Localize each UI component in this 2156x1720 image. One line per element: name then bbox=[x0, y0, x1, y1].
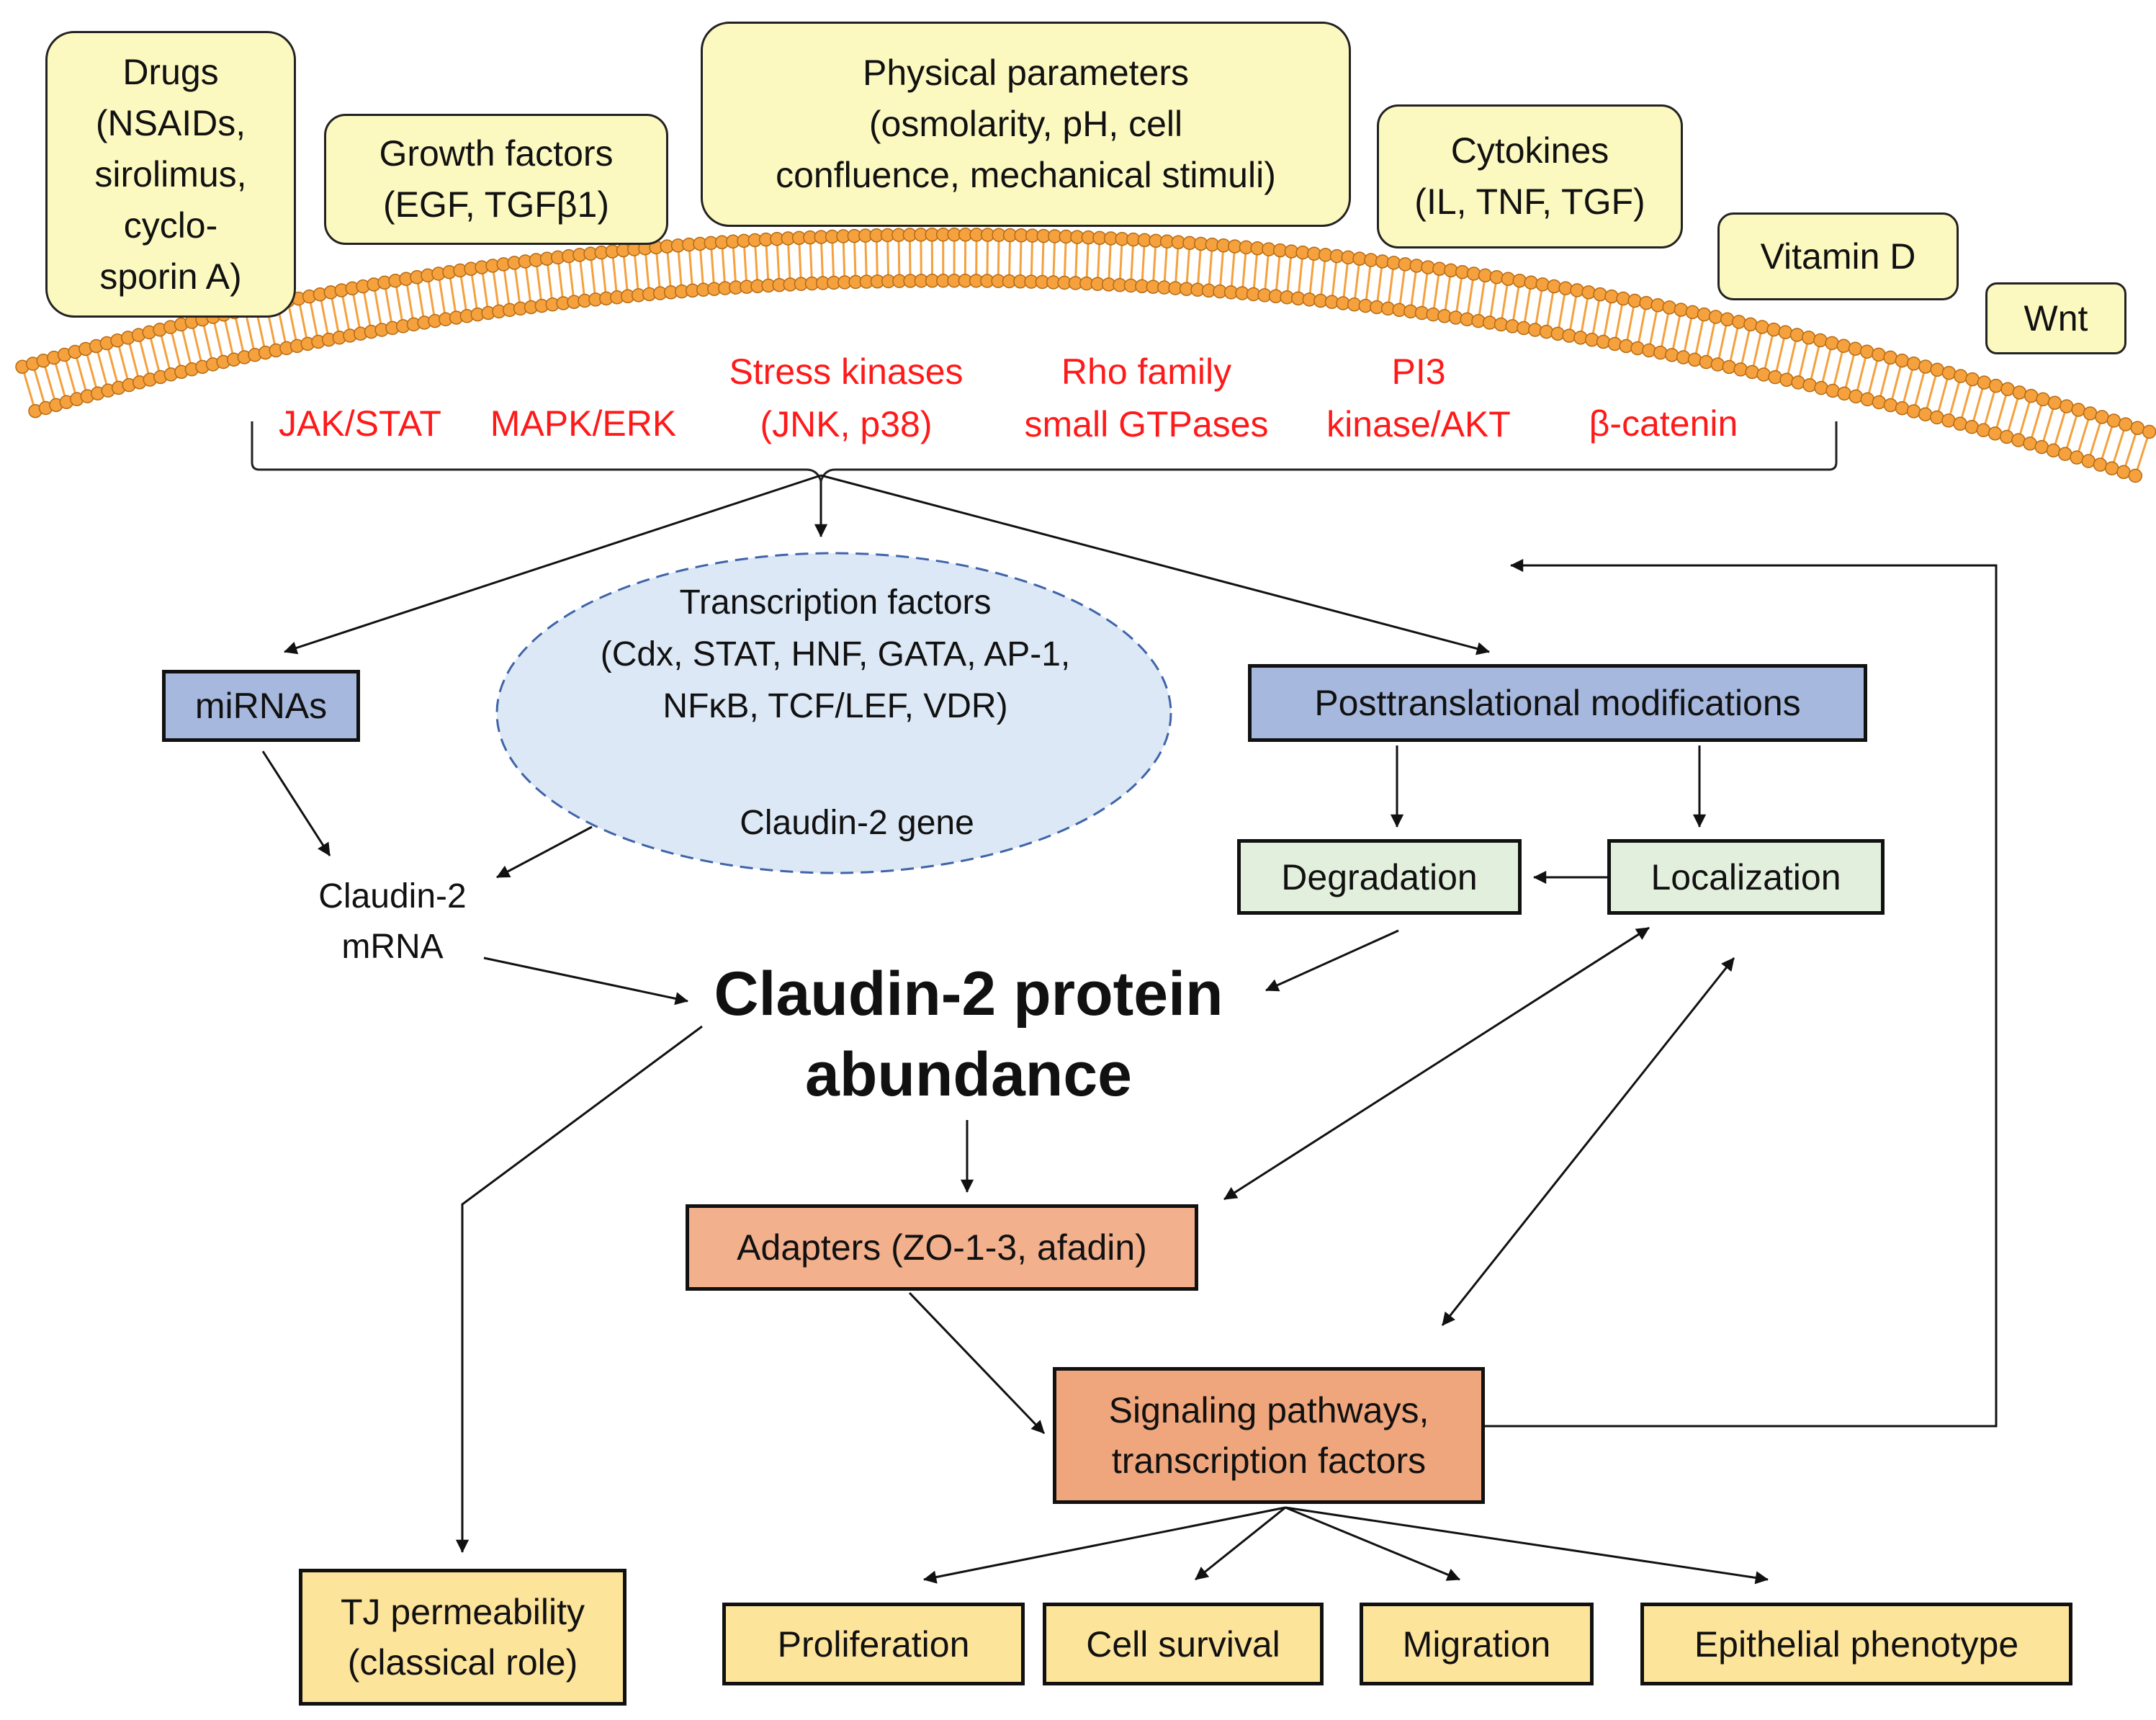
stimulus-drugs: Drugs (NSAIDs, sirolimus, cyclo- sporin … bbox=[45, 31, 296, 318]
drugs-line-2: (NSAIDs, bbox=[95, 102, 246, 143]
physical-line-2: (osmolarity, pH, cell bbox=[868, 104, 1183, 144]
mirnas-box: miRNAs bbox=[162, 670, 360, 742]
stress-line-1: Stress kinases bbox=[729, 351, 964, 392]
arrow-gene-to-mrna bbox=[496, 825, 593, 879]
arrow-adapters-to-signaling bbox=[908, 1291, 1046, 1435]
growth-line-1: Growth factors bbox=[379, 133, 614, 174]
arrow-to-proliferation bbox=[923, 1506, 1286, 1584]
arrow-to-mirnas bbox=[284, 474, 822, 655]
pi3-line-1: PI3 bbox=[1391, 351, 1446, 392]
signaling-pathways-box: Signaling pathways, transcription factor… bbox=[1053, 1367, 1485, 1504]
pathway-mapk-erk: MAPK/ERK bbox=[490, 403, 677, 444]
pathway-jak-stat: JAK/STAT bbox=[279, 403, 441, 444]
degradation-label: Degradation bbox=[1281, 856, 1478, 897]
signaling-line-1: Signaling pathways, bbox=[1108, 1390, 1429, 1430]
mirnas-label: miRNAs bbox=[194, 686, 328, 726]
vitamin-d-label: Vitamin D bbox=[1760, 236, 1916, 277]
tj-permeability-box: TJ permeability (classical role) bbox=[299, 1569, 626, 1706]
cytokines-line-1: Cytokines bbox=[1450, 130, 1609, 171]
growth-line-2: (EGF, TGFβ1) bbox=[383, 184, 609, 225]
arrow-mrna-to-protein bbox=[483, 957, 688, 1005]
stimulus-growth-factors: Growth factors (EGF, TGFβ1) bbox=[324, 114, 668, 245]
pathway-pi3k-akt: PI3 kinase/AKT bbox=[1311, 346, 1527, 450]
stimulus-cytokines: Cytokines (IL, TNF, TGF) bbox=[1377, 104, 1683, 248]
pathway-rho-gtpases: Rho family small GTPases bbox=[1002, 346, 1290, 450]
arrow-degradation-to-protein bbox=[1265, 929, 1399, 992]
ptm-label: Posttranslational modifications bbox=[1314, 683, 1801, 723]
tf-line-2: (Cdx, STAT, HNF, GATA, AP-1, bbox=[600, 635, 1071, 673]
stimulus-vitamin-d: Vitamin D bbox=[1717, 212, 1959, 300]
arrow-to-migration bbox=[1285, 1506, 1460, 1581]
drugs-line-1: Drugs bbox=[122, 51, 219, 92]
stimulus-wnt: Wnt bbox=[1985, 282, 2126, 354]
mrna-line-1: Claudin-2 bbox=[318, 877, 467, 915]
stimulus-physical-parameters: Physical parameters (osmolarity, pH, cel… bbox=[701, 22, 1351, 227]
arrow-protein-to-tj bbox=[455, 1025, 703, 1553]
rho-line-2: small GTPases bbox=[1024, 403, 1269, 444]
output-proliferation: Proliferation bbox=[722, 1603, 1025, 1685]
cytokines-line-2: (IL, TNF, TGF) bbox=[1414, 182, 1645, 222]
adapters-label: Adapters (ZO-1-3, afadin) bbox=[737, 1227, 1147, 1268]
drugs-line-4: cyclo- bbox=[123, 205, 218, 246]
pi3-line-2: kinase/AKT bbox=[1326, 403, 1511, 444]
arrow-feedback-loop bbox=[1485, 558, 1998, 1428]
output-epithelial-phenotype: Epithelial phenotype bbox=[1640, 1603, 2072, 1685]
arrow-localization-signaling bbox=[1441, 957, 1735, 1326]
tf-title: Transcription factors bbox=[679, 583, 992, 622]
tj-line-2: (classical role) bbox=[347, 1642, 578, 1683]
cell-survival-label: Cell survival bbox=[1086, 1623, 1280, 1665]
physical-line-1: Physical parameters bbox=[863, 53, 1189, 93]
tj-line-1: TJ permeability bbox=[341, 1592, 585, 1632]
pathway-beta-catenin: β-catenin bbox=[1589, 403, 1738, 444]
arrow-to-survival bbox=[1195, 1506, 1286, 1581]
protein-line-1: Claudin-2 protein bbox=[714, 959, 1223, 1029]
degradation-box: Degradation bbox=[1237, 839, 1522, 915]
claudin-2-gene: Claudin-2 gene bbox=[740, 804, 974, 842]
localization-box: Localization bbox=[1607, 839, 1885, 915]
arrow-mirnas-to-mrna bbox=[261, 751, 331, 856]
physical-line-3: confluence, mechanical stimuli) bbox=[776, 155, 1276, 195]
proliferation-label: Proliferation bbox=[777, 1623, 970, 1665]
claudin-2-mrna: Claudin-2 mRNA bbox=[277, 872, 508, 972]
stress-line-2: (JNK, p38) bbox=[760, 403, 933, 444]
adapters-box: Adapters (ZO-1-3, afadin) bbox=[686, 1204, 1198, 1291]
transcription-factors-ellipse bbox=[495, 552, 1172, 874]
migration-label: Migration bbox=[1402, 1623, 1551, 1665]
claudin-2-protein-abundance: Claudin-2 protein abundance bbox=[662, 954, 1275, 1116]
arrow-localization-adapters bbox=[1223, 926, 1650, 1201]
protein-line-2: abundance bbox=[805, 1039, 1132, 1109]
pathway-stress-kinases: Stress kinases (JNK, p38) bbox=[709, 346, 983, 450]
tf-line-3: NFκB, TCF/LEF, VDR) bbox=[662, 687, 1008, 725]
arrow-to-epithelial bbox=[1285, 1506, 1769, 1585]
localization-label: Localization bbox=[1650, 856, 1841, 897]
posttranslational-modifications-box: Posttranslational modifications bbox=[1248, 664, 1867, 742]
drugs-line-5: sporin A) bbox=[99, 256, 242, 297]
drugs-line-3: sirolimus, bbox=[94, 153, 247, 194]
rho-line-1: Rho family bbox=[1061, 351, 1232, 392]
signaling-line-2: transcription factors bbox=[1111, 1441, 1427, 1481]
mrna-line-2: mRNA bbox=[341, 927, 444, 966]
output-migration: Migration bbox=[1360, 1603, 1594, 1685]
output-cell-survival: Cell survival bbox=[1043, 1603, 1324, 1685]
arrow-to-ptm bbox=[820, 474, 1490, 655]
epithelial-phenotype-label: Epithelial phenotype bbox=[1694, 1623, 2019, 1665]
wnt-label: Wnt bbox=[2024, 297, 2088, 339]
